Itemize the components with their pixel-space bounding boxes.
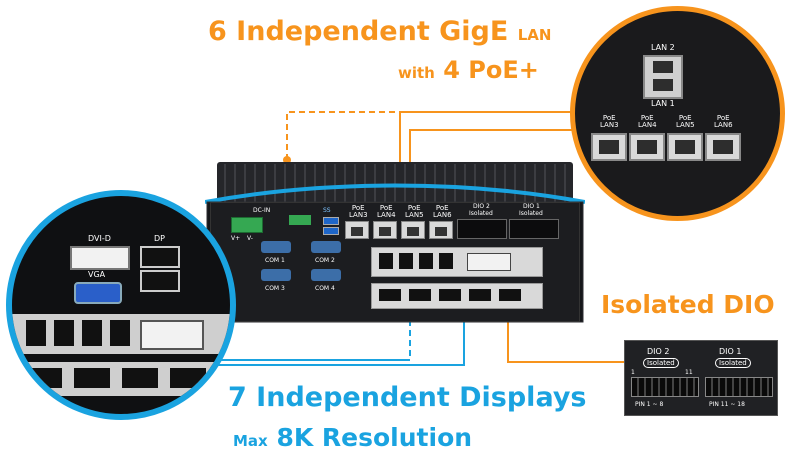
gpu-dp-ports-lower[interactable] [379, 289, 529, 301]
display-callout-circle: DVI-D DP VGA [6, 190, 236, 420]
dio-headline: Isolated DIO [601, 290, 775, 319]
display-headline-line1: 7 Independent Displays [228, 382, 587, 413]
dvi-port[interactable] [70, 246, 130, 270]
device-lan6-port[interactable] [429, 221, 453, 239]
com1-port[interactable] [261, 241, 291, 253]
lan-headline-line1: 6 Independent GigE LAN [208, 16, 552, 47]
device-lan5-port[interactable] [401, 221, 425, 239]
dcin-terminal [231, 217, 263, 233]
gpu-dp-ports-upper[interactable] [379, 253, 457, 269]
vminus-label: V- [247, 235, 253, 242]
lan-stack-port[interactable] [643, 55, 683, 99]
gpu-dvi-callout[interactable] [140, 320, 204, 350]
com2-label: COM 2 [315, 257, 335, 264]
usb-ss-label: SS [323, 207, 331, 214]
display-headline-line2: Max 8K Resolution [233, 423, 473, 452]
device-isolated-label-2: Isolated [469, 210, 493, 217]
dio-pin-row-right: PIN 11 ~ 18 [709, 401, 745, 408]
dio-callout-box: DIO 2 DIO 1 Isolated Isolated 1 11 PIN 1… [624, 340, 778, 416]
device-front-panel: DC-IN V+ V- SS COM 1 COM 2 COM 3 COM 4 P… [210, 202, 580, 322]
com3-port[interactable] [261, 269, 291, 281]
green-connector-2 [289, 215, 311, 225]
usb-port-2[interactable] [323, 227, 339, 235]
com4-port[interactable] [311, 269, 341, 281]
dcin-label: DC-IN [253, 207, 271, 214]
dvi-label: DVI-D [88, 234, 111, 243]
device-lan3-port[interactable] [345, 221, 369, 239]
device-dio2-label: DIO 2 [473, 203, 490, 210]
device-dio1-connector[interactable] [509, 219, 559, 239]
com1-label: COM 1 [265, 257, 285, 264]
dp-port-2[interactable] [140, 270, 180, 292]
dio-pin-row-left: PIN 1 ~ 8 [635, 401, 664, 408]
gpu-dvi-port[interactable] [467, 253, 511, 271]
com2-port[interactable] [311, 241, 341, 253]
lan6-port[interactable] [705, 133, 741, 161]
dio2-isolated-label: Isolated [643, 358, 679, 368]
gpu-ports-callout-upper[interactable] [26, 320, 136, 346]
lan2-label: LAN 2 [651, 43, 675, 52]
lan4-port[interactable] [629, 133, 665, 161]
dio2-connector[interactable] [631, 377, 699, 397]
dio1-isolated-label: Isolated [715, 358, 751, 368]
usb-port-1[interactable] [323, 217, 339, 225]
lan1-label: LAN 1 [651, 99, 675, 108]
com3-label: COM 3 [265, 285, 285, 292]
dio2-label: DIO 2 [647, 347, 670, 356]
dio1-label: DIO 1 [719, 347, 742, 356]
lan5-port[interactable] [667, 133, 703, 161]
blue-accent-swoosh [205, 183, 585, 204]
vga-port[interactable] [74, 282, 122, 304]
vplus-label: V+ [231, 235, 241, 242]
gpu-ports-callout-lower[interactable] [26, 368, 212, 388]
dio1-connector[interactable] [705, 377, 773, 397]
device-lan4-port[interactable] [373, 221, 397, 239]
lan3-port[interactable] [591, 133, 627, 161]
com4-label: COM 4 [315, 285, 335, 292]
dp-label: DP [154, 234, 165, 243]
device-dio1-label: DIO 1 [523, 203, 540, 210]
dio-pin-right-label: 11 [685, 369, 693, 376]
lan-headline-line2: with 4 PoE+ [398, 56, 539, 84]
device-isolated-label-1: Isolated [519, 210, 543, 217]
dio-pin-left-label: 1 [631, 369, 635, 376]
device-dio2-connector[interactable] [457, 219, 507, 239]
vga-label: VGA [88, 270, 106, 279]
lan-connector-dashed [286, 111, 400, 160]
dp-port-1[interactable] [140, 246, 180, 268]
